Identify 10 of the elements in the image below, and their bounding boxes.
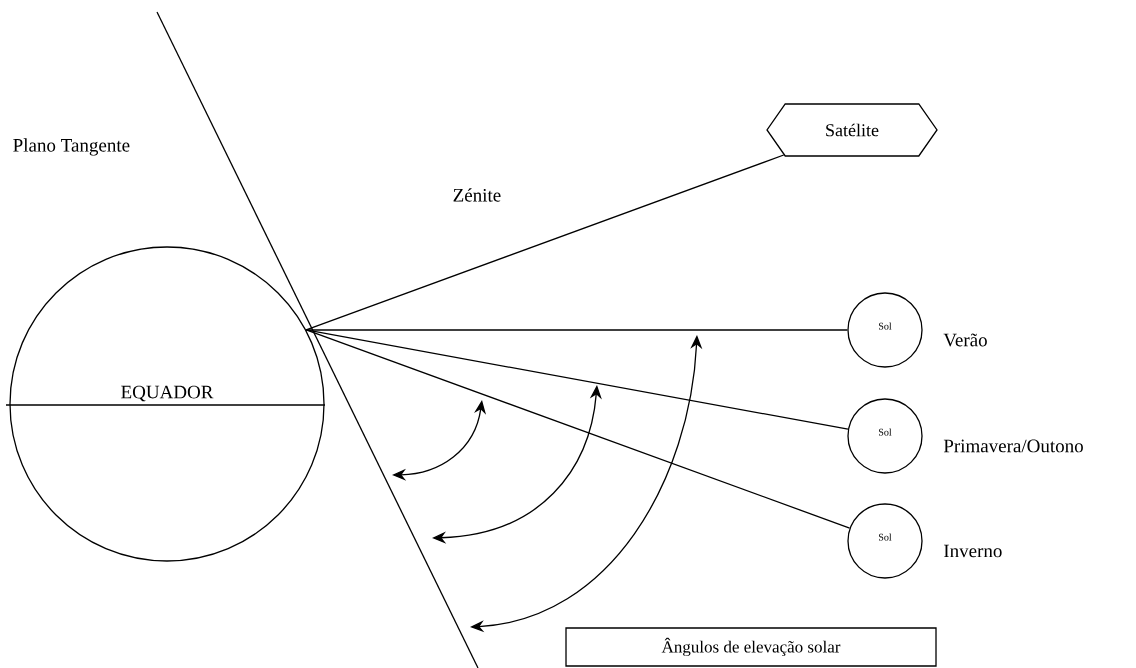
satellite-hexagon: Satélite bbox=[766, 103, 938, 157]
caption-box: Ângulos de elevação solar bbox=[565, 627, 937, 667]
sight-line bbox=[305, 329, 851, 529]
season-label: Verão bbox=[943, 333, 987, 347]
season-label: Inverno bbox=[944, 544, 1002, 558]
text-label: Plano Tangente bbox=[13, 138, 130, 156]
sight-line bbox=[305, 154, 785, 331]
text-label: Zénite bbox=[453, 188, 501, 202]
season-label: Primavera/Outono bbox=[943, 439, 1083, 453]
sight-line bbox=[305, 329, 848, 331]
